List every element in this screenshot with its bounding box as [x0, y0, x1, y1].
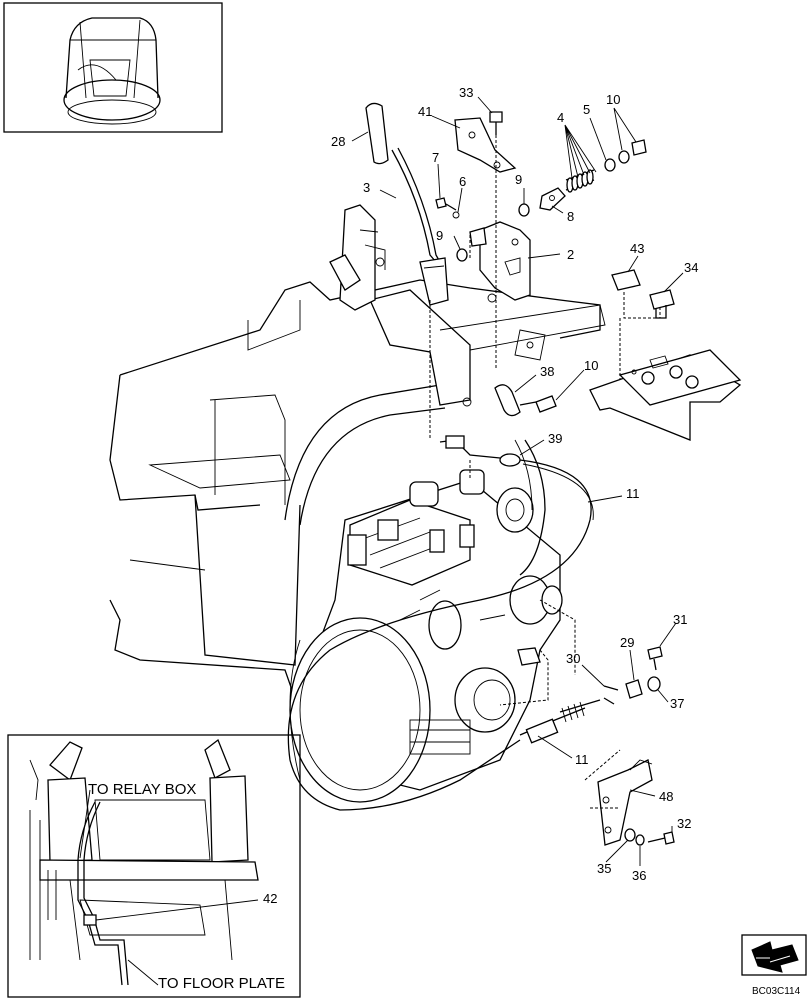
callout-labels: 33 41 28 4 5 10 7 6 3 9 8 9 2 43 34 38 1…: [263, 85, 698, 906]
callout-35: 35: [597, 861, 611, 876]
callout-9-left: 9: [436, 228, 443, 243]
callout-10-mid: 10: [584, 358, 598, 373]
figure-code: BC03C114: [752, 986, 801, 997]
callout-36: 36: [632, 868, 646, 883]
callout-4: 4: [557, 110, 564, 125]
callout-29: 29: [620, 635, 634, 650]
engine-assembly: [289, 439, 563, 803]
callout-38: 38: [540, 364, 554, 379]
callout-39: 39: [548, 431, 562, 446]
callout-31: 31: [673, 612, 687, 627]
detail-inset: TO RELAY BOX TO FLOOR PLATE: [7, 734, 301, 998]
callout-8: 8: [567, 209, 574, 224]
callout-48: 48: [659, 789, 673, 804]
callout-2: 2: [567, 247, 574, 262]
callout-9-right: 9: [515, 172, 522, 187]
callout-7: 7: [432, 150, 439, 165]
callout-41: 41: [418, 104, 432, 119]
callout-30: 30: [566, 651, 580, 666]
alignment-lines: [429, 135, 661, 809]
cable-clamp: [494, 384, 557, 417]
leader-lines: [351, 96, 684, 866]
callout-32: 32: [677, 816, 691, 831]
throttle-lever: [365, 102, 449, 306]
inset-label-floor-plate: TO FLOOR PLATE: [158, 975, 285, 992]
callout-11-top: 11: [626, 486, 640, 501]
callout-33: 33: [459, 85, 473, 100]
machine-frame: [109, 279, 606, 691]
direction-arrow-icon: [741, 934, 807, 976]
callout-10-top: 10: [606, 92, 620, 107]
inset-label-relay-box: TO RELAY BOX: [88, 781, 196, 798]
callout-3: 3: [363, 180, 370, 195]
callout-5: 5: [583, 102, 590, 117]
callout-43: 43: [630, 241, 644, 256]
callout-37: 37: [670, 696, 684, 711]
throttle-cable: [287, 435, 663, 811]
cab-locator-icon: [3, 2, 223, 133]
cable-bracket: [597, 759, 675, 846]
friction-spring-stack: [565, 139, 647, 193]
callout-6: 6: [459, 174, 466, 189]
operator-levers: [329, 204, 386, 311]
callout-11-bottom: 11: [575, 752, 589, 767]
callout-42: 42: [263, 891, 277, 906]
callout-28: 28: [331, 134, 345, 149]
brackets: [435, 111, 566, 303]
relay-box: [589, 269, 742, 441]
callout-34: 34: [684, 260, 698, 275]
